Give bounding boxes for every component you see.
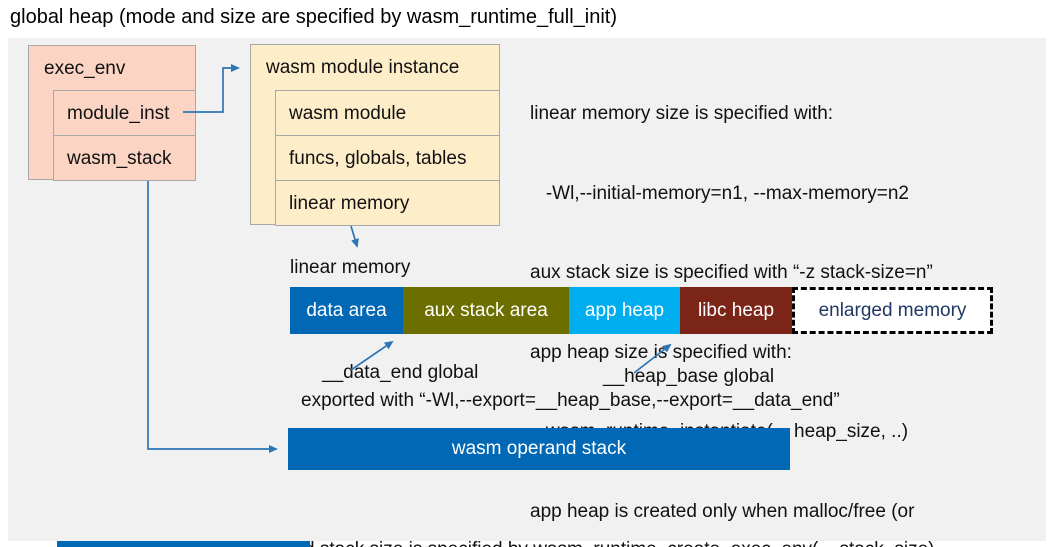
segment-app-heap: app heap — [569, 287, 680, 334]
export-flags-label: exported with “-Wl,--export=__heap_base,… — [301, 390, 840, 411]
segment-enlarged-memory: enlarged memory — [792, 287, 993, 334]
note-line: aux stack size is specified with “-z sta… — [530, 262, 933, 283]
heap-base-global-label: __heap_base global — [603, 366, 775, 387]
wasm-module-instance-header: wasm module instance — [266, 57, 460, 78]
note-line: linear memory size is specified with: — [530, 103, 834, 124]
note-line: -Wl,--initial-memory=n1, --max-memory=n2 — [530, 182, 909, 204]
instance-row-funcs-globals-tables: funcs, globals, tables — [275, 135, 500, 181]
segment-data-area: data area — [290, 287, 403, 334]
exec-env-row-module-inst: module_inst — [53, 90, 196, 136]
exec-env-box: exec_env module_inst wasm_stack — [28, 45, 196, 181]
exec-env-row-wasm-stack: wasm_stack — [53, 135, 196, 181]
operand-stack-size-note: wasm operand stack size is specified by … — [190, 484, 935, 547]
note-line: app heap is created only when malloc/fre… — [530, 500, 915, 522]
bottom-blue-strip — [57, 541, 310, 547]
linear-memory-label: linear memory — [290, 257, 411, 278]
segment-libc-heap: libc heap — [680, 287, 792, 334]
page-title: global heap (mode and size are specified… — [10, 6, 617, 28]
data-end-global-label: __data_end global — [322, 362, 479, 383]
instance-row-wasm-module: wasm module — [275, 90, 500, 136]
wasm-module-instance-box: wasm module instance wasm module funcs, … — [250, 44, 500, 226]
exec-env-header: exec_env — [44, 58, 126, 79]
wasm-operand-stack-bar: wasm operand stack — [288, 428, 790, 470]
wasm-operand-stack-label: wasm operand stack — [451, 438, 627, 459]
linear-memory-bar: data area aux stack area app heap libc h… — [290, 287, 993, 334]
instance-row-linear-memory: linear memory — [275, 180, 500, 226]
note-line: app heap size is specified with: — [530, 341, 792, 363]
segment-aux-stack-area: aux stack area — [403, 287, 569, 334]
